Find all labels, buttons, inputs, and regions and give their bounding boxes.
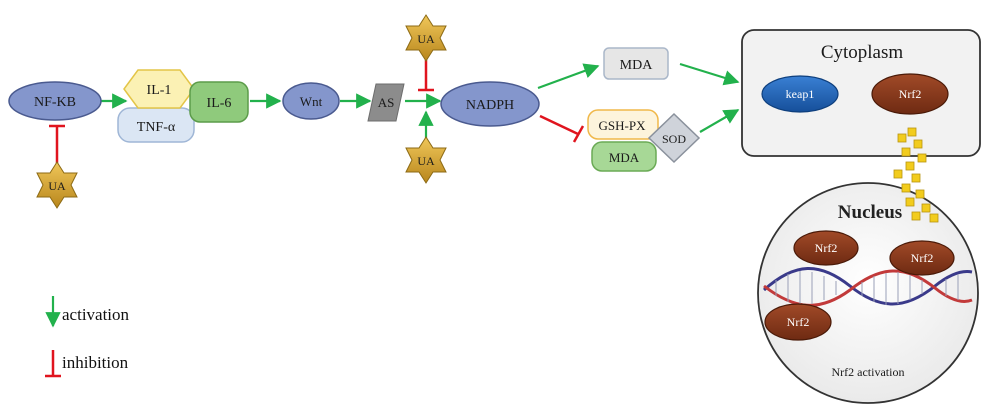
tnf-label: TNF-α <box>137 120 176 135</box>
nucleus-title: Nucleus <box>838 202 902 223</box>
nfkb-label: NF-KB <box>34 95 76 110</box>
il6-node: IL-6 <box>189 81 249 123</box>
wnt-label: Wnt <box>300 94 323 109</box>
ua-left-label: UA <box>48 179 66 193</box>
nrf2-nucleus-node-c: Nrf2 <box>764 303 832 341</box>
as-label: AS <box>378 95 395 110</box>
legend-inhibition: inhibition <box>45 350 129 378</box>
il1-label: IL-1 <box>147 83 172 98</box>
sod-node: SOD <box>647 112 701 164</box>
mda-bottom-label: MDA <box>609 150 640 165</box>
nrf2-nucleus-label-c: Nrf2 <box>787 315 810 329</box>
il6-label: IL-6 <box>207 96 232 111</box>
tnf-node: TNF-α <box>117 107 195 143</box>
arrow-nadph-to-mda <box>537 63 600 90</box>
inhibit-ua-nfkb <box>49 124 65 168</box>
arrow-sod-to-cytoplasm <box>699 109 740 133</box>
ua-left-star: UA <box>36 161 78 209</box>
nrf2-translocation-particles <box>893 127 939 223</box>
nadph-label: NADPH <box>466 98 514 113</box>
gshpx-label: GSH-PX <box>599 118 647 133</box>
legend-activation-label: activation <box>62 305 130 324</box>
ua-bottom-star: UA <box>405 136 447 184</box>
mda-bottom-node: MDA <box>591 141 657 172</box>
arrow-mda-to-cytoplasm <box>679 62 740 86</box>
il1-node: IL-1 <box>123 69 195 109</box>
cytoplasm-title: Cytoplasm <box>821 42 904 63</box>
as-node: AS <box>367 83 405 122</box>
nrf2-activation-caption: Nrf2 activation <box>832 365 905 379</box>
nucleus-circle: Nucleus Nrf <box>757 182 979 404</box>
ua-top-label: UA <box>417 32 435 46</box>
nrf2-nucleus-label-a: Nrf2 <box>815 241 838 255</box>
nrf2-cyto-node: Nrf2 <box>871 73 949 115</box>
legend-inhibition-label: inhibition <box>62 353 129 372</box>
nfkb-node: NF-KB <box>8 81 102 121</box>
inhibit-ua-top <box>418 60 434 92</box>
sod-label: SOD <box>662 132 686 146</box>
wnt-node: Wnt <box>282 82 340 120</box>
keap1-label: keap1 <box>786 87 815 101</box>
ua-bottom-label: UA <box>417 154 435 168</box>
nadph-node: NADPH <box>440 81 540 127</box>
ua-top-star: UA <box>405 14 447 62</box>
mda-top-node: MDA <box>603 47 669 80</box>
legend-activation: activation <box>45 296 130 328</box>
nrf2-cyto-label: Nrf2 <box>899 87 922 101</box>
inhibit-nadph-gshpx <box>539 114 585 143</box>
nrf2-nucleus-node-a: Nrf2 <box>793 230 859 266</box>
nrf2-nucleus-label-b: Nrf2 <box>911 251 934 265</box>
cytoplasm-box: Cytoplasm keap1 Nrf2 <box>741 29 981 157</box>
nrf2-nucleus-node-b: Nrf2 <box>889 240 955 276</box>
gshpx-node: GSH-PX <box>587 109 659 140</box>
mda-top-label: MDA <box>620 58 654 73</box>
keap1-node: keap1 <box>761 75 839 113</box>
